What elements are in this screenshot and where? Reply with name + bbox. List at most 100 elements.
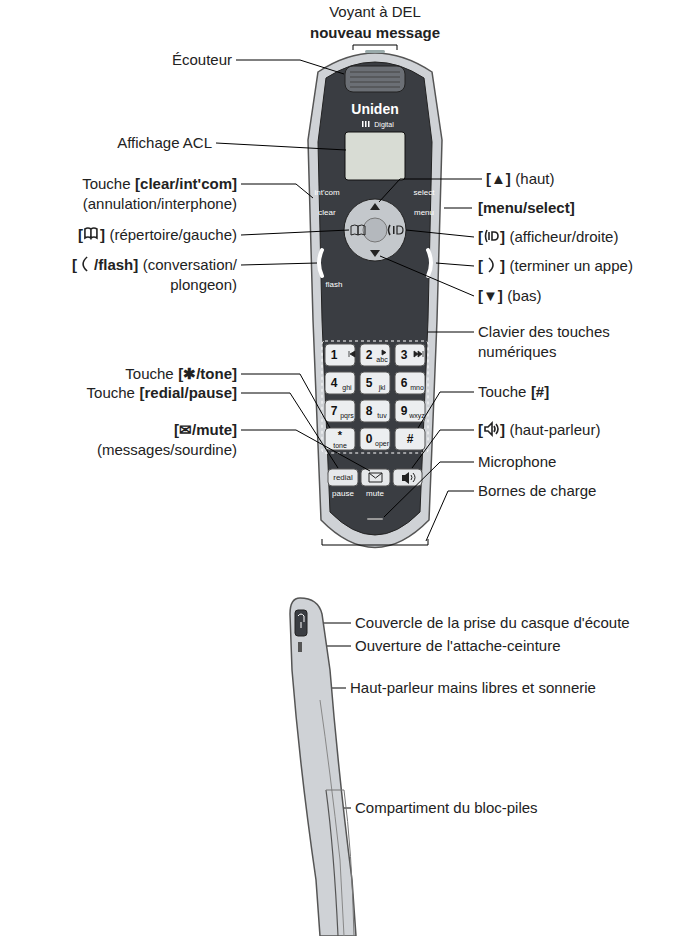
callout-row: Clavier des touches	[478, 323, 610, 341]
callout-row: Ouverture de l'attache-ceinture	[355, 637, 560, 655]
speaker-icon	[402, 472, 409, 484]
callout-row: nouveau message	[310, 24, 440, 42]
id-icon	[397, 226, 403, 234]
printed-key-label: clear	[318, 209, 335, 217]
printed-key-label: Digital	[374, 121, 393, 128]
printed-key-label: pqrs	[340, 412, 354, 419]
side-body	[290, 598, 356, 936]
printed-key-label: menu	[414, 209, 434, 217]
printed-key-label: 9	[401, 405, 408, 417]
id-icon	[393, 226, 395, 234]
end-key	[428, 250, 431, 276]
key	[360, 428, 390, 450]
key	[360, 372, 390, 394]
callout-label: [✉/mute]	[174, 421, 237, 439]
callout-label: Touche	[478, 383, 526, 401]
callout-row: Couvercle de la prise du casque d'écoute	[355, 614, 630, 632]
callout-row: numériques	[478, 343, 556, 361]
led	[365, 50, 385, 53]
callout-label: (terminer un appe)	[510, 257, 633, 275]
battery-compartment	[326, 790, 354, 936]
printed-key-label: 4	[331, 377, 338, 389]
callout-row: (messages/sourdine)	[97, 441, 237, 459]
key	[325, 428, 355, 450]
callout-label: Microphone	[478, 453, 556, 471]
key	[325, 400, 355, 422]
callout-label: [▼]	[478, 287, 503, 305]
callout-label: []	[78, 226, 105, 244]
key	[325, 372, 355, 394]
callout-row: Touche [✱/tone]	[125, 365, 237, 383]
callout-label: Touche	[125, 365, 173, 383]
key-icon	[484, 421, 499, 437]
callout-row: [](haut-parleur)	[478, 421, 600, 439]
callout-label: Haut-parleur mains libres et sonnerie	[350, 679, 596, 697]
printed-key-label: oper	[375, 440, 389, 447]
printed-key-label: mute	[366, 490, 384, 498]
printed-key-label: 0	[366, 433, 373, 445]
key-icon	[84, 226, 99, 242]
callout-label: [redial/pause]	[139, 384, 237, 402]
printed-key-label: 8	[366, 405, 373, 417]
digital-mark	[362, 121, 370, 127]
callout-label: Ouverture de l'attache-ceinture	[355, 637, 560, 655]
callout-label: Couvercle de la prise du casque d'écoute	[355, 614, 630, 632]
printed-key-label: ghi	[342, 384, 351, 391]
key	[360, 400, 390, 422]
printed-key-label: 6	[401, 377, 408, 389]
key	[395, 372, 425, 394]
callout-row: [](afficheur/droite)	[478, 228, 618, 246]
printed-key-label: pause	[332, 490, 354, 498]
printed-key-label: jkl	[379, 384, 386, 391]
printed-key-label: int'com	[314, 189, 339, 197]
speaker-icon	[411, 473, 415, 482]
key-symbol	[414, 351, 423, 357]
callout-label: nouveau message	[310, 24, 440, 42]
callout-label: (annulation/interphone)	[83, 195, 237, 213]
printed-key-label: tone	[333, 442, 347, 449]
callout-label: (conversation/	[143, 256, 237, 274]
key	[395, 344, 425, 366]
callout-row: [/flash](conversation/	[72, 256, 237, 274]
callout-label: Clavier des touches	[478, 323, 610, 341]
callout-label: Touche	[87, 384, 135, 402]
key	[325, 344, 355, 366]
key-icon	[496, 424, 498, 434]
mute-key	[361, 469, 390, 486]
printed-key-label: 7	[331, 405, 338, 417]
belt-clip-slot	[298, 642, 302, 652]
callout-label: Touche	[82, 175, 130, 193]
key-icon	[494, 426, 495, 432]
key-symbol	[349, 351, 355, 357]
earpiece	[345, 66, 405, 92]
down-arrow	[370, 250, 380, 257]
printed-key-label: *	[338, 430, 342, 441]
callout-row: Voyant à DEL	[329, 3, 421, 21]
callout-row: Touche[clear/int'com]	[82, 175, 237, 193]
callout-label: []	[478, 228, 505, 246]
book-icon	[351, 225, 365, 235]
key-icon	[484, 257, 499, 273]
callout-row: Microphone	[478, 453, 556, 471]
key-icon	[78, 256, 93, 272]
callout-row: [▼](bas)	[478, 287, 542, 305]
key-icon	[492, 232, 498, 240]
printed-key-label: tuv	[377, 412, 386, 419]
printed-key-label: Uniden	[351, 102, 398, 116]
callout-label: (haut-parleur)	[510, 421, 601, 439]
callout-label: [✱/tone]	[178, 365, 237, 383]
callout-row: Touche[redial/pause]	[87, 384, 237, 402]
printed-key-label: 3	[401, 349, 408, 361]
printed-key-label: mno	[410, 384, 424, 391]
microphone	[367, 518, 383, 520]
mail-icon	[369, 473, 382, 482]
redial-key	[328, 469, 358, 486]
callout-label: (haut)	[515, 170, 554, 188]
key-icon	[489, 258, 493, 272]
printed-key-label: flash	[326, 281, 343, 289]
callout-label: plongeon)	[170, 276, 237, 294]
callout-row: (annulation/interphone)	[83, 195, 237, 213]
callout-label: Affichage ACL	[117, 134, 212, 152]
key	[395, 400, 425, 422]
